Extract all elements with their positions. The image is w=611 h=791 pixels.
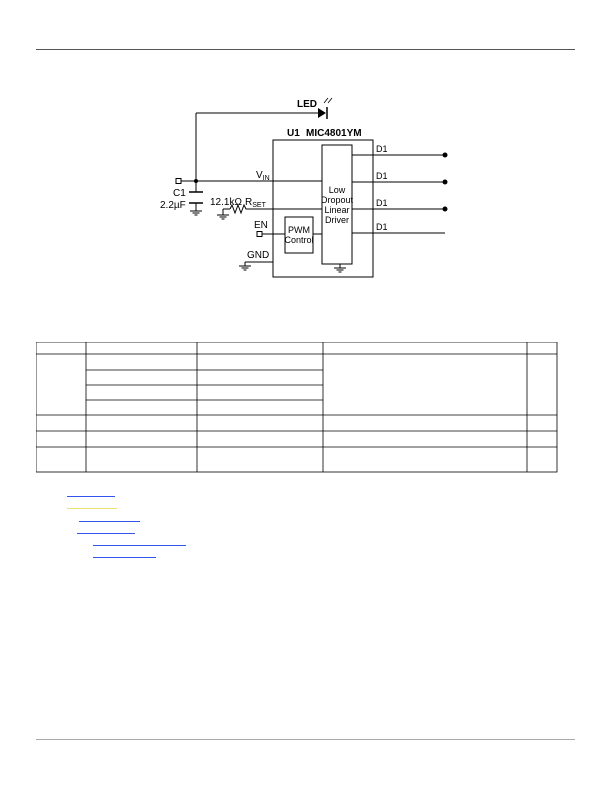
rset-ground-symbol <box>217 214 229 220</box>
link-underline[interactable] <box>93 545 186 546</box>
output-label-1: D1 <box>376 144 388 154</box>
bottom-rule <box>36 739 575 740</box>
driver-block <box>321 144 353 265</box>
pwm-label-line-1: PWM <box>288 225 310 235</box>
output-dot-2 <box>442 179 448 185</box>
c1-ground-symbol <box>190 210 202 216</box>
top-rule <box>36 49 575 50</box>
led-label: LED <box>297 99 317 110</box>
en-label: EN <box>254 220 268 231</box>
link-underline[interactable] <box>93 557 156 558</box>
vin-junction-dot <box>194 179 198 183</box>
gnd-ground-symbol <box>239 265 251 271</box>
link-underline[interactable] <box>77 533 135 534</box>
c1-ref: C1 <box>173 188 186 199</box>
driver-label-line-1: Low <box>329 185 346 195</box>
bill-of-materials-table <box>36 342 558 473</box>
rset-resistor-symbol <box>229 203 248 215</box>
pwm-block <box>284 216 314 254</box>
output-dot-1 <box>442 152 448 158</box>
output-dot-3 <box>442 206 448 212</box>
gnd-label: GND <box>247 250 269 261</box>
driver-label-line-2: Dropout <box>321 195 354 205</box>
vin-label: VIN <box>256 170 270 182</box>
c1-value: 2.2µF <box>160 200 186 211</box>
pwm-label-line-2: Control <box>284 235 313 245</box>
link-underline[interactable] <box>67 496 115 497</box>
rset-value: 12.1kΩ <box>210 197 242 208</box>
vin-terminal <box>175 178 182 184</box>
u1-ref: U1 <box>287 128 300 139</box>
led-symbol <box>318 97 333 119</box>
link-highlight[interactable] <box>67 508 117 509</box>
output-label-2: D1 <box>376 171 388 181</box>
table-outer-border <box>36 342 558 473</box>
output-label-3: D1 <box>376 198 388 208</box>
driver-label-line-3: Linear <box>324 205 349 215</box>
u1-part-number: MIC4801YM <box>306 128 362 139</box>
en-terminal <box>256 231 263 237</box>
output-label-4: D1 <box>376 222 388 232</box>
typical-application-schematic: LED U1 MIC4801YM VIN C1 2.2µF 12.1kΩ RSE… <box>160 97 448 278</box>
c1-capacitor-symbol <box>189 191 203 204</box>
link-underline[interactable] <box>79 521 140 522</box>
rset-label: RSET <box>245 197 267 209</box>
driver-label-line-4: Driver <box>325 215 349 225</box>
driver-ground-symbol <box>334 267 346 273</box>
